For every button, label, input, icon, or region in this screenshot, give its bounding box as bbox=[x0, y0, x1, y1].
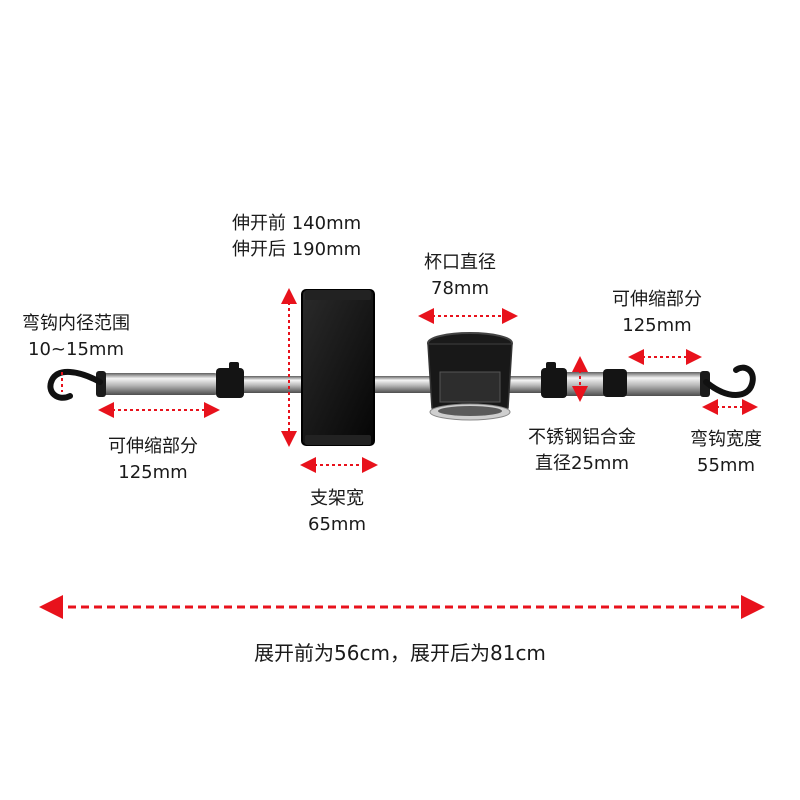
left-collar bbox=[216, 368, 244, 398]
hook-width-label: 弯钩宽度 55mm bbox=[690, 427, 762, 479]
total-length-label: 展开前为56cm，展开后为81cm bbox=[254, 641, 546, 665]
cup-diameter-title: 杯口直径 bbox=[424, 252, 496, 273]
tube-material-label: 不锈钢铝合金 直径25mm bbox=[528, 425, 636, 477]
tablet-holder bbox=[301, 289, 375, 446]
holder-width-value: 65mm bbox=[308, 514, 366, 535]
right-hook bbox=[703, 364, 756, 398]
hook-inner-diameter-title: 弯钩内径范围 bbox=[22, 313, 130, 334]
hook-inner-diameter-value: 10~15mm bbox=[28, 339, 124, 360]
cup-diameter-label: 杯口直径 78mm bbox=[424, 250, 496, 302]
right-collar bbox=[541, 368, 567, 398]
cup-diameter-value: 78mm bbox=[431, 278, 489, 299]
left-collar-clip bbox=[229, 362, 239, 372]
tablet-holder-bottom-clamp bbox=[305, 435, 371, 445]
hook-width-title: 弯钩宽度 bbox=[690, 429, 762, 450]
holder-length-label: 伸开前 140mm 伸开后 190mm bbox=[232, 211, 361, 263]
holder-length-after: 伸开后 190mm bbox=[232, 239, 362, 260]
right-collar-clip bbox=[546, 362, 556, 372]
right-mid-collar bbox=[603, 369, 627, 397]
hook-inner-diameter-label: 弯钩内径范围 10~15mm bbox=[22, 311, 130, 363]
right-tube bbox=[560, 372, 705, 396]
hook-width-value: 55mm bbox=[697, 455, 755, 476]
holder-length-before: 伸开前 140mm bbox=[232, 213, 362, 234]
cup-holder-base-inner bbox=[438, 406, 502, 416]
left-tube bbox=[100, 373, 220, 395]
tablet-holder-top-clamp bbox=[305, 290, 371, 300]
left-extend-title: 可伸缩部分 bbox=[108, 436, 198, 457]
tube-material-value: 直径25mm bbox=[535, 453, 629, 474]
left-extend-value: 125mm bbox=[118, 462, 188, 483]
holder-width-label: 支架宽 65mm bbox=[308, 486, 366, 538]
cup-holder-cutout bbox=[439, 371, 501, 403]
holder-width-title: 支架宽 bbox=[309, 488, 364, 509]
left-extend-label: 可伸缩部分 125mm bbox=[108, 434, 198, 486]
tube-material-title: 不锈钢铝合金 bbox=[528, 427, 636, 448]
right-extend-label: 可伸缩部分 125mm bbox=[612, 287, 702, 339]
right-extend-title: 可伸缩部分 bbox=[612, 289, 702, 310]
left-hook bbox=[47, 369, 103, 401]
right-extend-value: 125mm bbox=[622, 315, 692, 336]
